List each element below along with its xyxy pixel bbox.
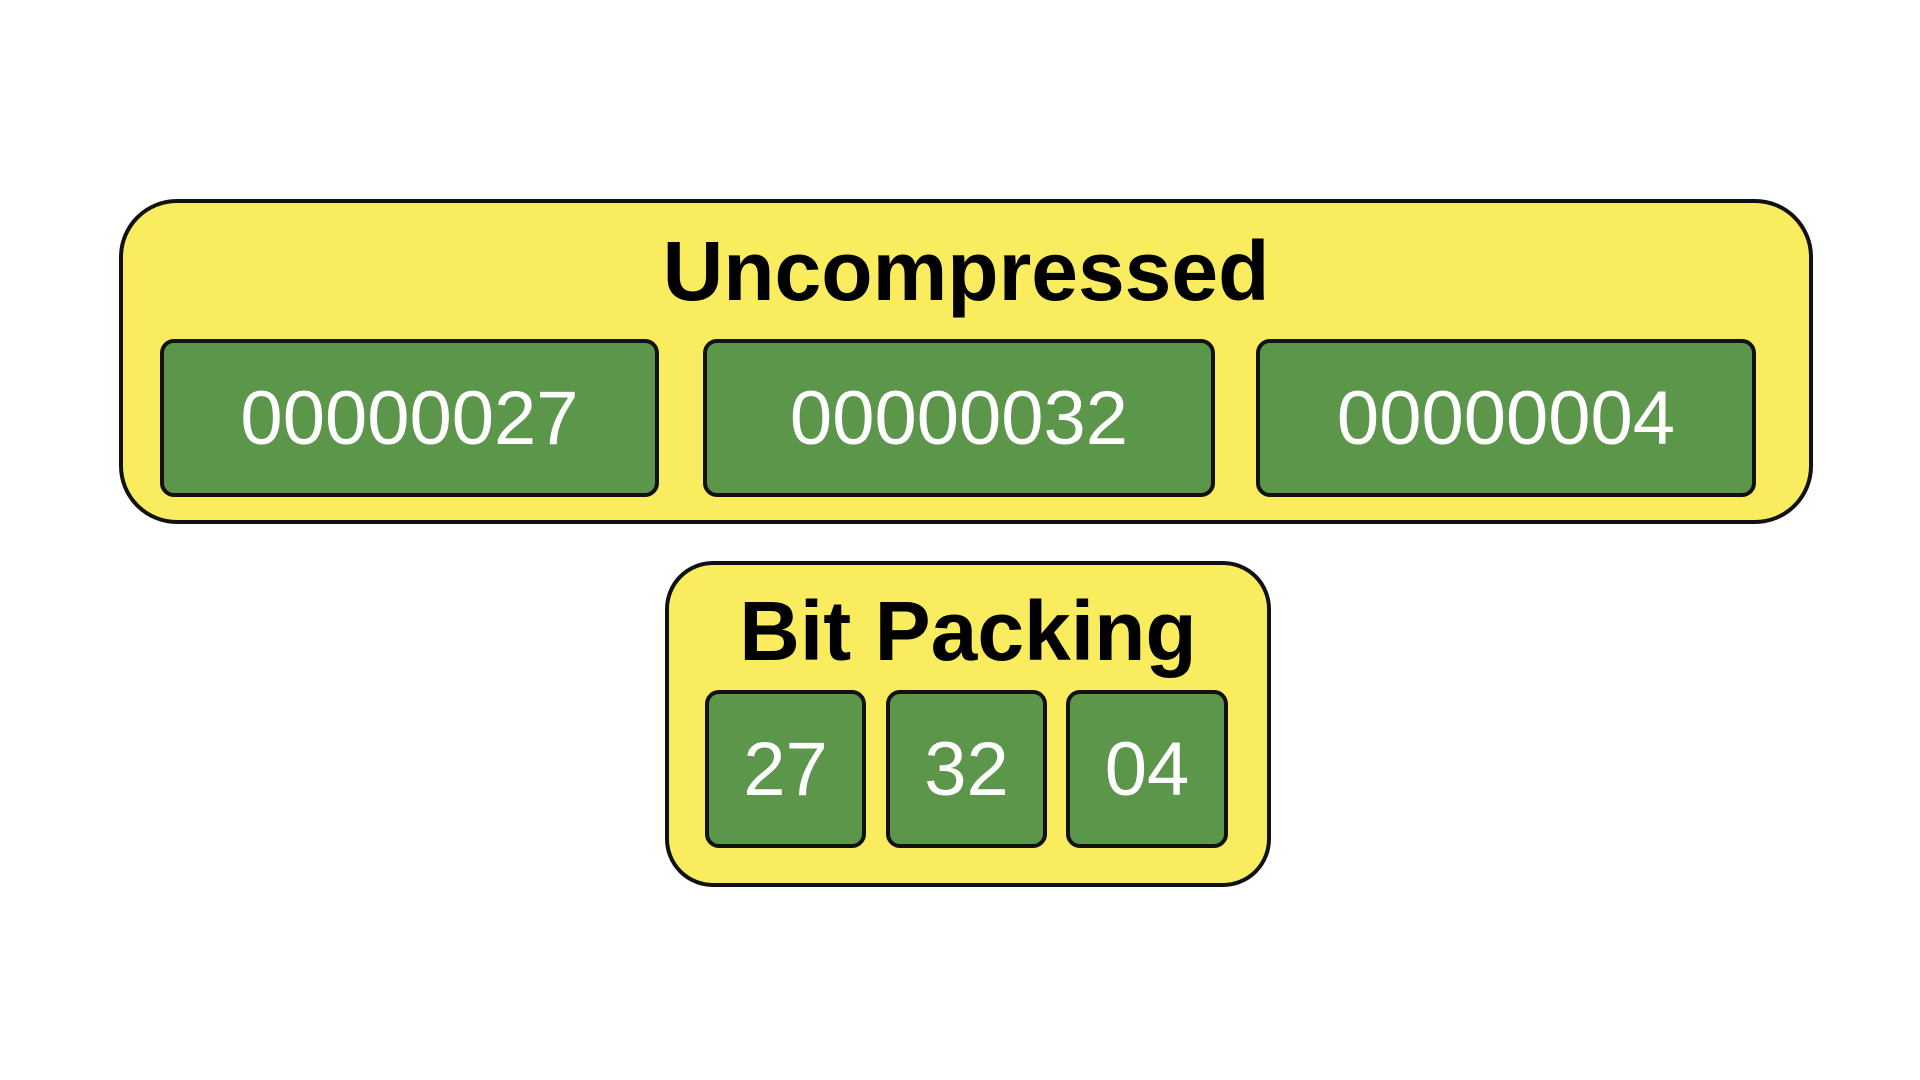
bit-packed-value-cell: 27 (705, 690, 866, 848)
bit-packed-value-cell: 04 (1066, 690, 1228, 848)
uncompressed-value-cell: 00000004 (1256, 339, 1756, 497)
uncompressed-value-cell: 00000032 (703, 339, 1215, 497)
bit-packing-group: Bit Packing 27 32 04 (665, 561, 1271, 887)
uncompressed-group: Uncompressed 00000027 00000032 00000004 (119, 199, 1813, 524)
uncompressed-value-cell: 00000027 (160, 339, 659, 497)
uncompressed-title: Uncompressed (662, 224, 1270, 318)
bit-packing-title: Bit Packing (739, 584, 1197, 678)
bit-packed-value-cell: 32 (886, 690, 1047, 848)
